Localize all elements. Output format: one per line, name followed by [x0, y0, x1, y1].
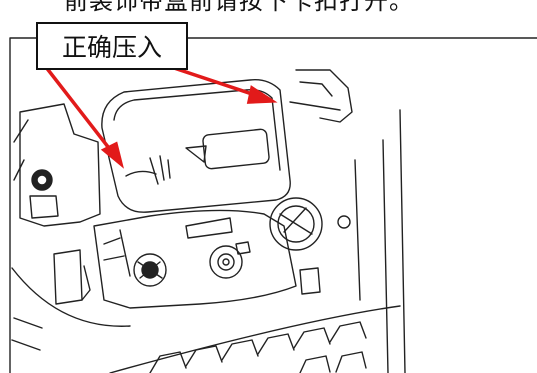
top-caption-fragment: 前装饰带盒前请按下卡扣打开。: [64, 0, 414, 15]
tape-spool-right: [209, 245, 243, 279]
arrow-head-left: [100, 141, 124, 169]
arrow-head-top: [246, 85, 278, 104]
tape-spool-left: [133, 253, 167, 287]
left-mechanism: [19, 103, 101, 227]
cassette-cover: [101, 79, 291, 213]
tape-cassette: [93, 209, 297, 309]
release-knob: [269, 197, 323, 251]
keyboard-keys: [109, 305, 401, 373]
callout-label: 正确压入: [36, 22, 188, 70]
indicator-arrows: [40, 58, 278, 169]
printer-body-outline: [9, 37, 537, 373]
arrow-to-left-clip: [40, 60, 114, 154]
